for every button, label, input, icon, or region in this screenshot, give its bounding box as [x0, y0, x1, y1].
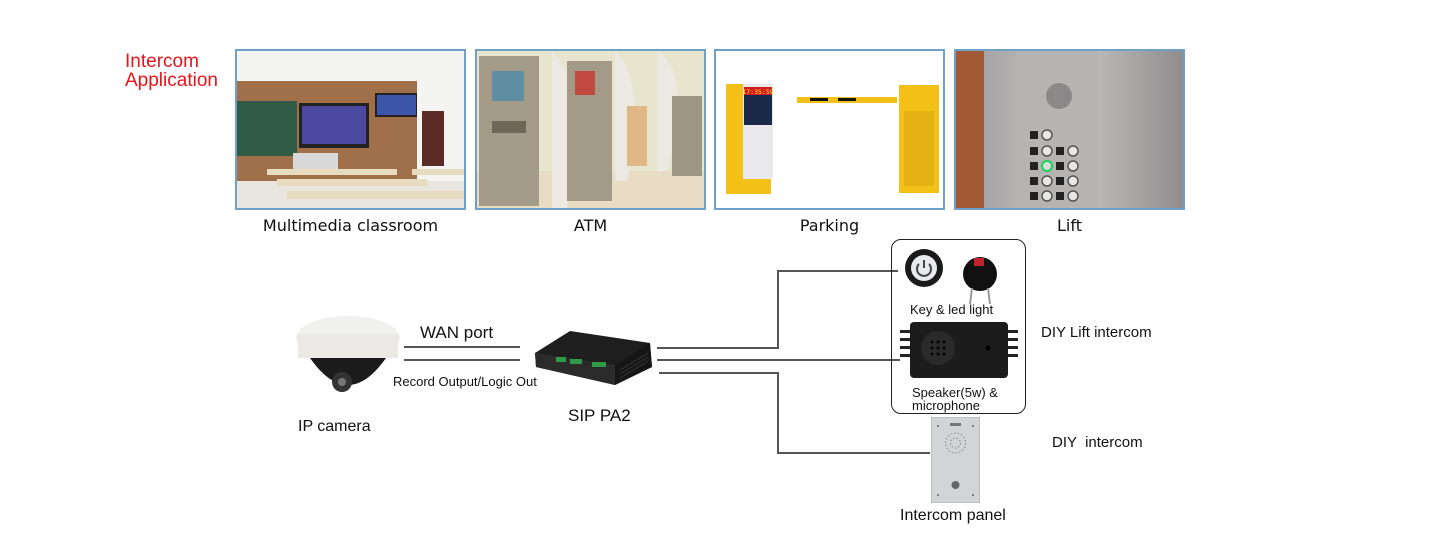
key-led-line	[657, 270, 898, 349]
title-line-2: Application	[125, 70, 218, 91]
ip-camera-image	[292, 312, 404, 412]
classroom-photo	[235, 49, 466, 210]
diy-intercom-label: DIY intercom	[1052, 434, 1143, 451]
caption-parking: Parking	[799, 216, 860, 235]
parking-barrier-photo: 17:35:59	[714, 49, 945, 210]
speaker-microphone-label: Speaker(5w) & microphone	[912, 386, 998, 412]
speaker-label-line-1: Speaker(5w) &	[912, 385, 998, 400]
sip-pa2-device-image	[530, 325, 655, 387]
intercom-application-title: Intercom Application	[125, 52, 218, 90]
caption-classroom: Multimedia classroom	[262, 216, 439, 235]
diy-lift-kit-box: Key & led light Speaker(5w) & microphone	[891, 239, 1026, 414]
speaker-label-line-2: microphone	[912, 398, 980, 413]
intercom-panel-image	[931, 417, 980, 503]
speaker-microphone-image	[900, 322, 1018, 378]
key-led-light-image	[905, 249, 997, 305]
record-output-label: Record Output/Logic Out	[393, 374, 537, 389]
intercom-panel-line	[659, 372, 930, 454]
atm-photo	[475, 49, 706, 210]
intercom-panel-label: Intercom panel	[900, 507, 1006, 524]
sip-pa2-label: SIP PA2	[568, 406, 631, 425]
title-line-1: Intercom	[125, 51, 199, 72]
lift-panel-photo	[954, 49, 1185, 210]
key-led-light-label: Key & led light	[910, 302, 994, 317]
caption-atm: ATM	[573, 216, 608, 235]
ip-camera-label: IP camera	[298, 418, 371, 435]
wan-port-label: WAN port	[420, 323, 494, 342]
parking-display-time: 17:35:59	[742, 88, 773, 96]
caption-lift: Lift	[1057, 216, 1082, 235]
diy-lift-intercom-label: DIY Lift intercom	[1041, 324, 1152, 341]
